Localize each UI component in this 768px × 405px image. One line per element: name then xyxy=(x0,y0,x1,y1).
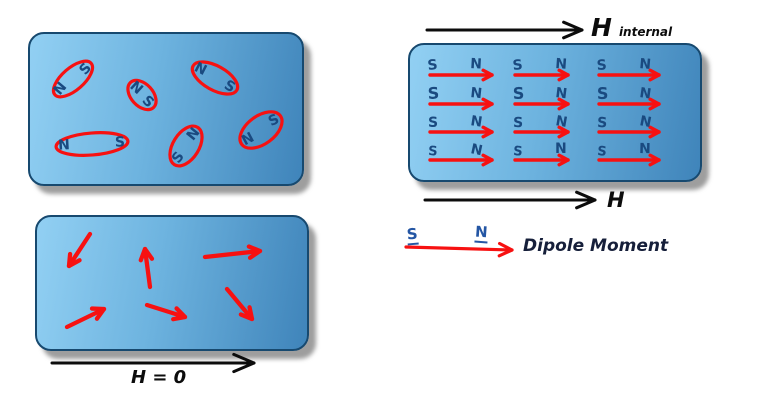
svg-text:N: N xyxy=(469,141,484,159)
svg-text:N: N xyxy=(470,56,483,73)
svg-text:N: N xyxy=(58,137,71,154)
legend-south-letter: S xyxy=(406,224,419,246)
h-internal-label: H internal xyxy=(591,15,672,40)
svg-text:N: N xyxy=(555,85,569,102)
svg-text:N: N xyxy=(469,113,483,131)
svg-text:N: N xyxy=(470,85,483,102)
legend-north-letter: N xyxy=(474,222,489,244)
h-zero-material-panel xyxy=(35,215,309,351)
svg-text:S: S xyxy=(512,57,523,74)
svg-text:S: S xyxy=(597,84,609,103)
svg-text:S: S xyxy=(428,144,438,159)
svg-text:N: N xyxy=(638,85,652,102)
random-dipole-arrows-drawing xyxy=(64,231,263,330)
svg-text:N: N xyxy=(639,56,652,73)
svg-text:N: N xyxy=(555,141,567,157)
svg-text:S: S xyxy=(427,83,440,103)
svg-text:S: S xyxy=(427,57,439,74)
svg-text:S: S xyxy=(428,115,438,131)
svg-text:S: S xyxy=(597,115,608,131)
h-internal-symbol: H xyxy=(591,13,612,42)
svg-text:S: S xyxy=(115,134,125,150)
dipole-moment-label: Dipole Moment xyxy=(523,236,669,256)
svg-text:S: S xyxy=(513,115,523,131)
svg-text:S: S xyxy=(597,144,608,160)
svg-text:N: N xyxy=(639,141,651,157)
svg-text:S: S xyxy=(596,57,607,74)
magnetized-material-panel: S N S N S N S N S N S N S N S N S N S N S N S N xyxy=(408,43,702,182)
svg-text:N: N xyxy=(554,113,568,131)
h-applied-label: H xyxy=(607,188,625,212)
svg-text:N: N xyxy=(638,113,653,131)
svg-text:N: N xyxy=(555,56,568,73)
svg-text:S: S xyxy=(512,84,524,103)
h-zero-label: H = 0 xyxy=(131,367,187,388)
aligned-dipoles-drawing: S N S N S N S N S N S N S N S N S N S N S N S N xyxy=(427,56,661,167)
h-internal-subscript: internal xyxy=(618,25,673,39)
svg-text:S: S xyxy=(513,144,523,160)
